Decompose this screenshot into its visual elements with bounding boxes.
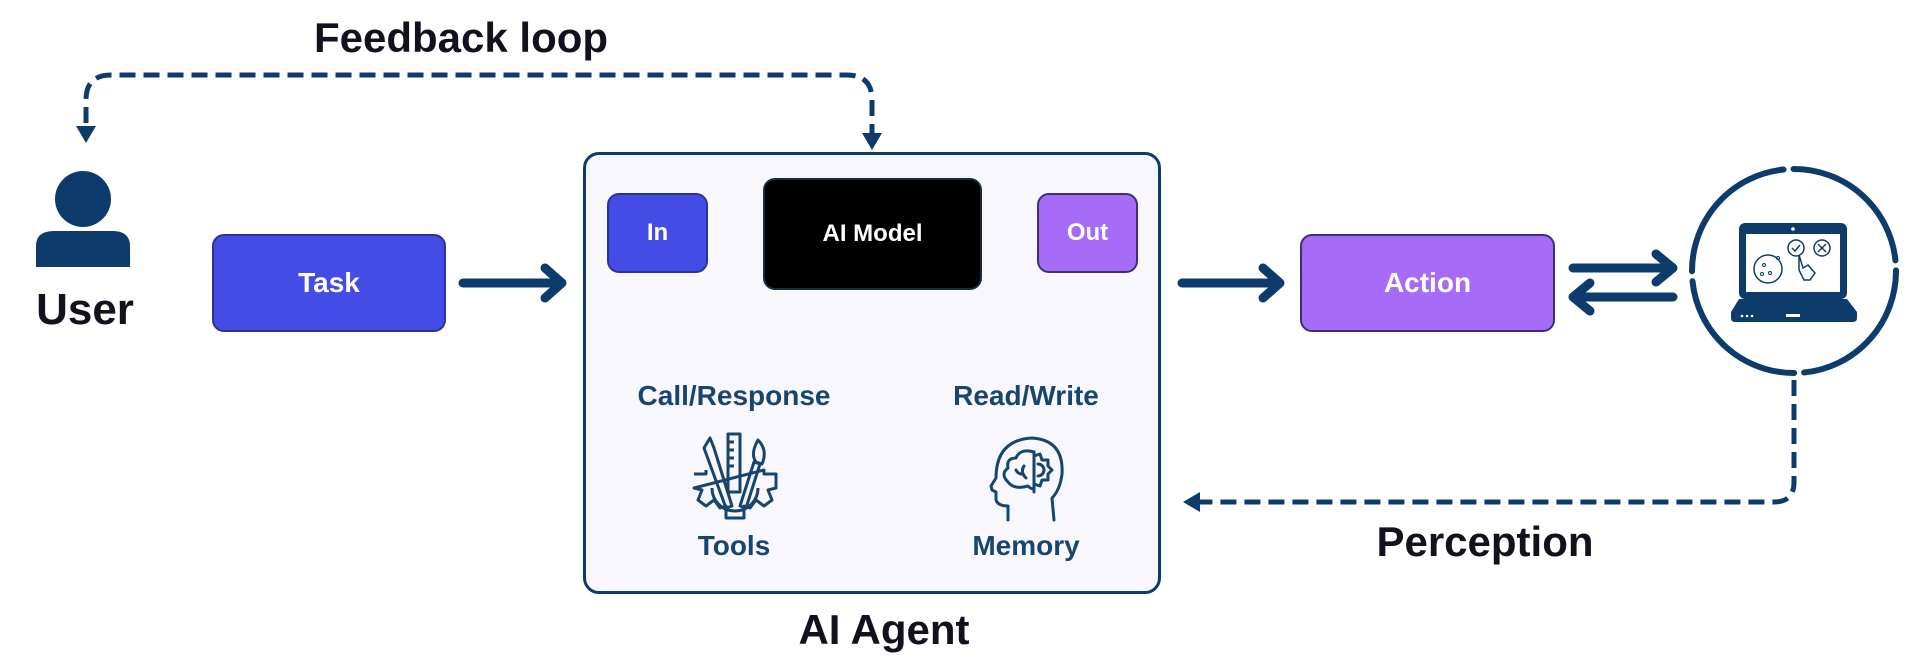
tools-gear-icon bbox=[692, 432, 778, 520]
feedback-loop-line bbox=[83, 72, 875, 140]
out-node[interactable]: Out bbox=[1037, 193, 1138, 273]
ai-model-node[interactable]: AI Model bbox=[763, 178, 982, 290]
user-icon bbox=[36, 171, 130, 267]
feedback-arrow-head-user bbox=[76, 126, 96, 143]
action-label: Action bbox=[1383, 267, 1472, 298]
out-label: Out bbox=[1066, 219, 1109, 246]
tools-label: Tools bbox=[697, 530, 771, 561]
task-label: Task bbox=[298, 267, 360, 298]
user-label: User bbox=[36, 285, 134, 334]
action-node[interactable]: Action bbox=[1300, 234, 1555, 332]
memory-label: Memory bbox=[972, 530, 1080, 561]
ai-agent-label: AI Agent bbox=[798, 606, 970, 653]
task-node[interactable]: Task bbox=[212, 234, 446, 332]
call-response-label: Call/Response bbox=[637, 380, 831, 411]
laptop-icon bbox=[1731, 223, 1857, 322]
perception-line bbox=[1200, 380, 1797, 505]
ai-model-label: AI Model bbox=[822, 220, 923, 247]
action-to-environment-arrow bbox=[1568, 249, 1678, 287]
perception-arrow-head bbox=[1183, 492, 1200, 512]
agent-to-action-arrow bbox=[1177, 263, 1285, 303]
read-write-label: Read/Write bbox=[953, 380, 1099, 411]
brain-head-icon bbox=[989, 436, 1064, 522]
feedback-loop-label: Feedback loop bbox=[313, 14, 609, 61]
task-to-agent-arrow bbox=[458, 263, 567, 303]
feedback-arrow-head-agent bbox=[862, 133, 882, 150]
environment-to-action-arrow bbox=[1568, 278, 1678, 316]
in-label: In bbox=[646, 219, 669, 246]
environment-circle bbox=[1689, 166, 1899, 376]
in-node[interactable]: In bbox=[607, 193, 708, 273]
perception-label: Perception bbox=[1376, 518, 1594, 565]
